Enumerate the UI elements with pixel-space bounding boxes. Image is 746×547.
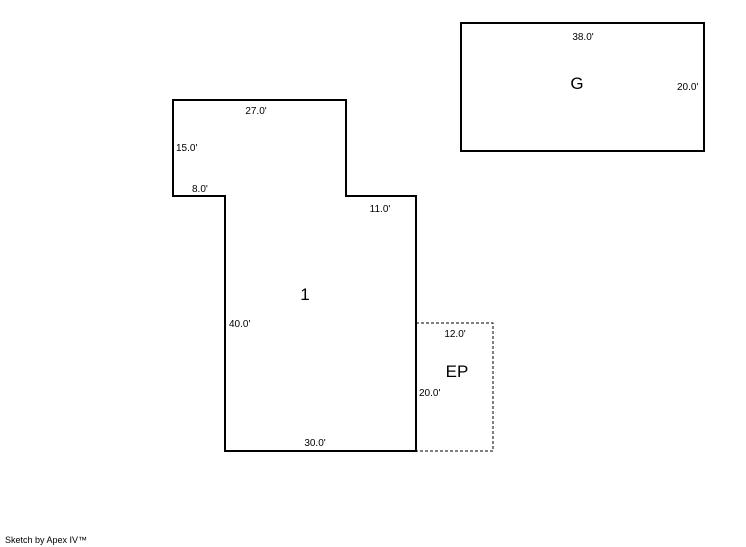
- porch-width-label: 12.0': [444, 329, 465, 340]
- main-living-area: 27.0' 15.0' 8.0' 11.0' 40.0' 30.0' 1: [172, 99, 417, 452]
- garage-area: 38.0' 20.0' G: [460, 22, 705, 152]
- main-left-lower-label: 40.0': [229, 319, 250, 330]
- main-top-label: 27.0': [245, 106, 266, 117]
- garage-outline: [460, 22, 705, 152]
- main-area-outline: [172, 99, 417, 452]
- sketch-credit: Sketch by Apex IV™: [5, 535, 88, 545]
- main-left-upper-label: 15.0': [176, 143, 197, 154]
- main-step-right-label: 11.0': [370, 204, 391, 215]
- main-area-label: 1: [300, 285, 309, 304]
- porch-area-label: EP: [446, 362, 469, 381]
- porch-outline: [416, 322, 494, 452]
- garage-height-label: 20.0': [677, 82, 698, 93]
- main-bottom-label: 30.0': [304, 438, 325, 449]
- porch-area: 12.0' 20.0' EP: [416, 322, 494, 452]
- porch-height-label: 20.0': [419, 388, 440, 399]
- garage-width-label: 38.0': [572, 32, 593, 43]
- main-step-left-label: 8.0': [192, 184, 208, 195]
- garage-area-label: G: [570, 74, 583, 93]
